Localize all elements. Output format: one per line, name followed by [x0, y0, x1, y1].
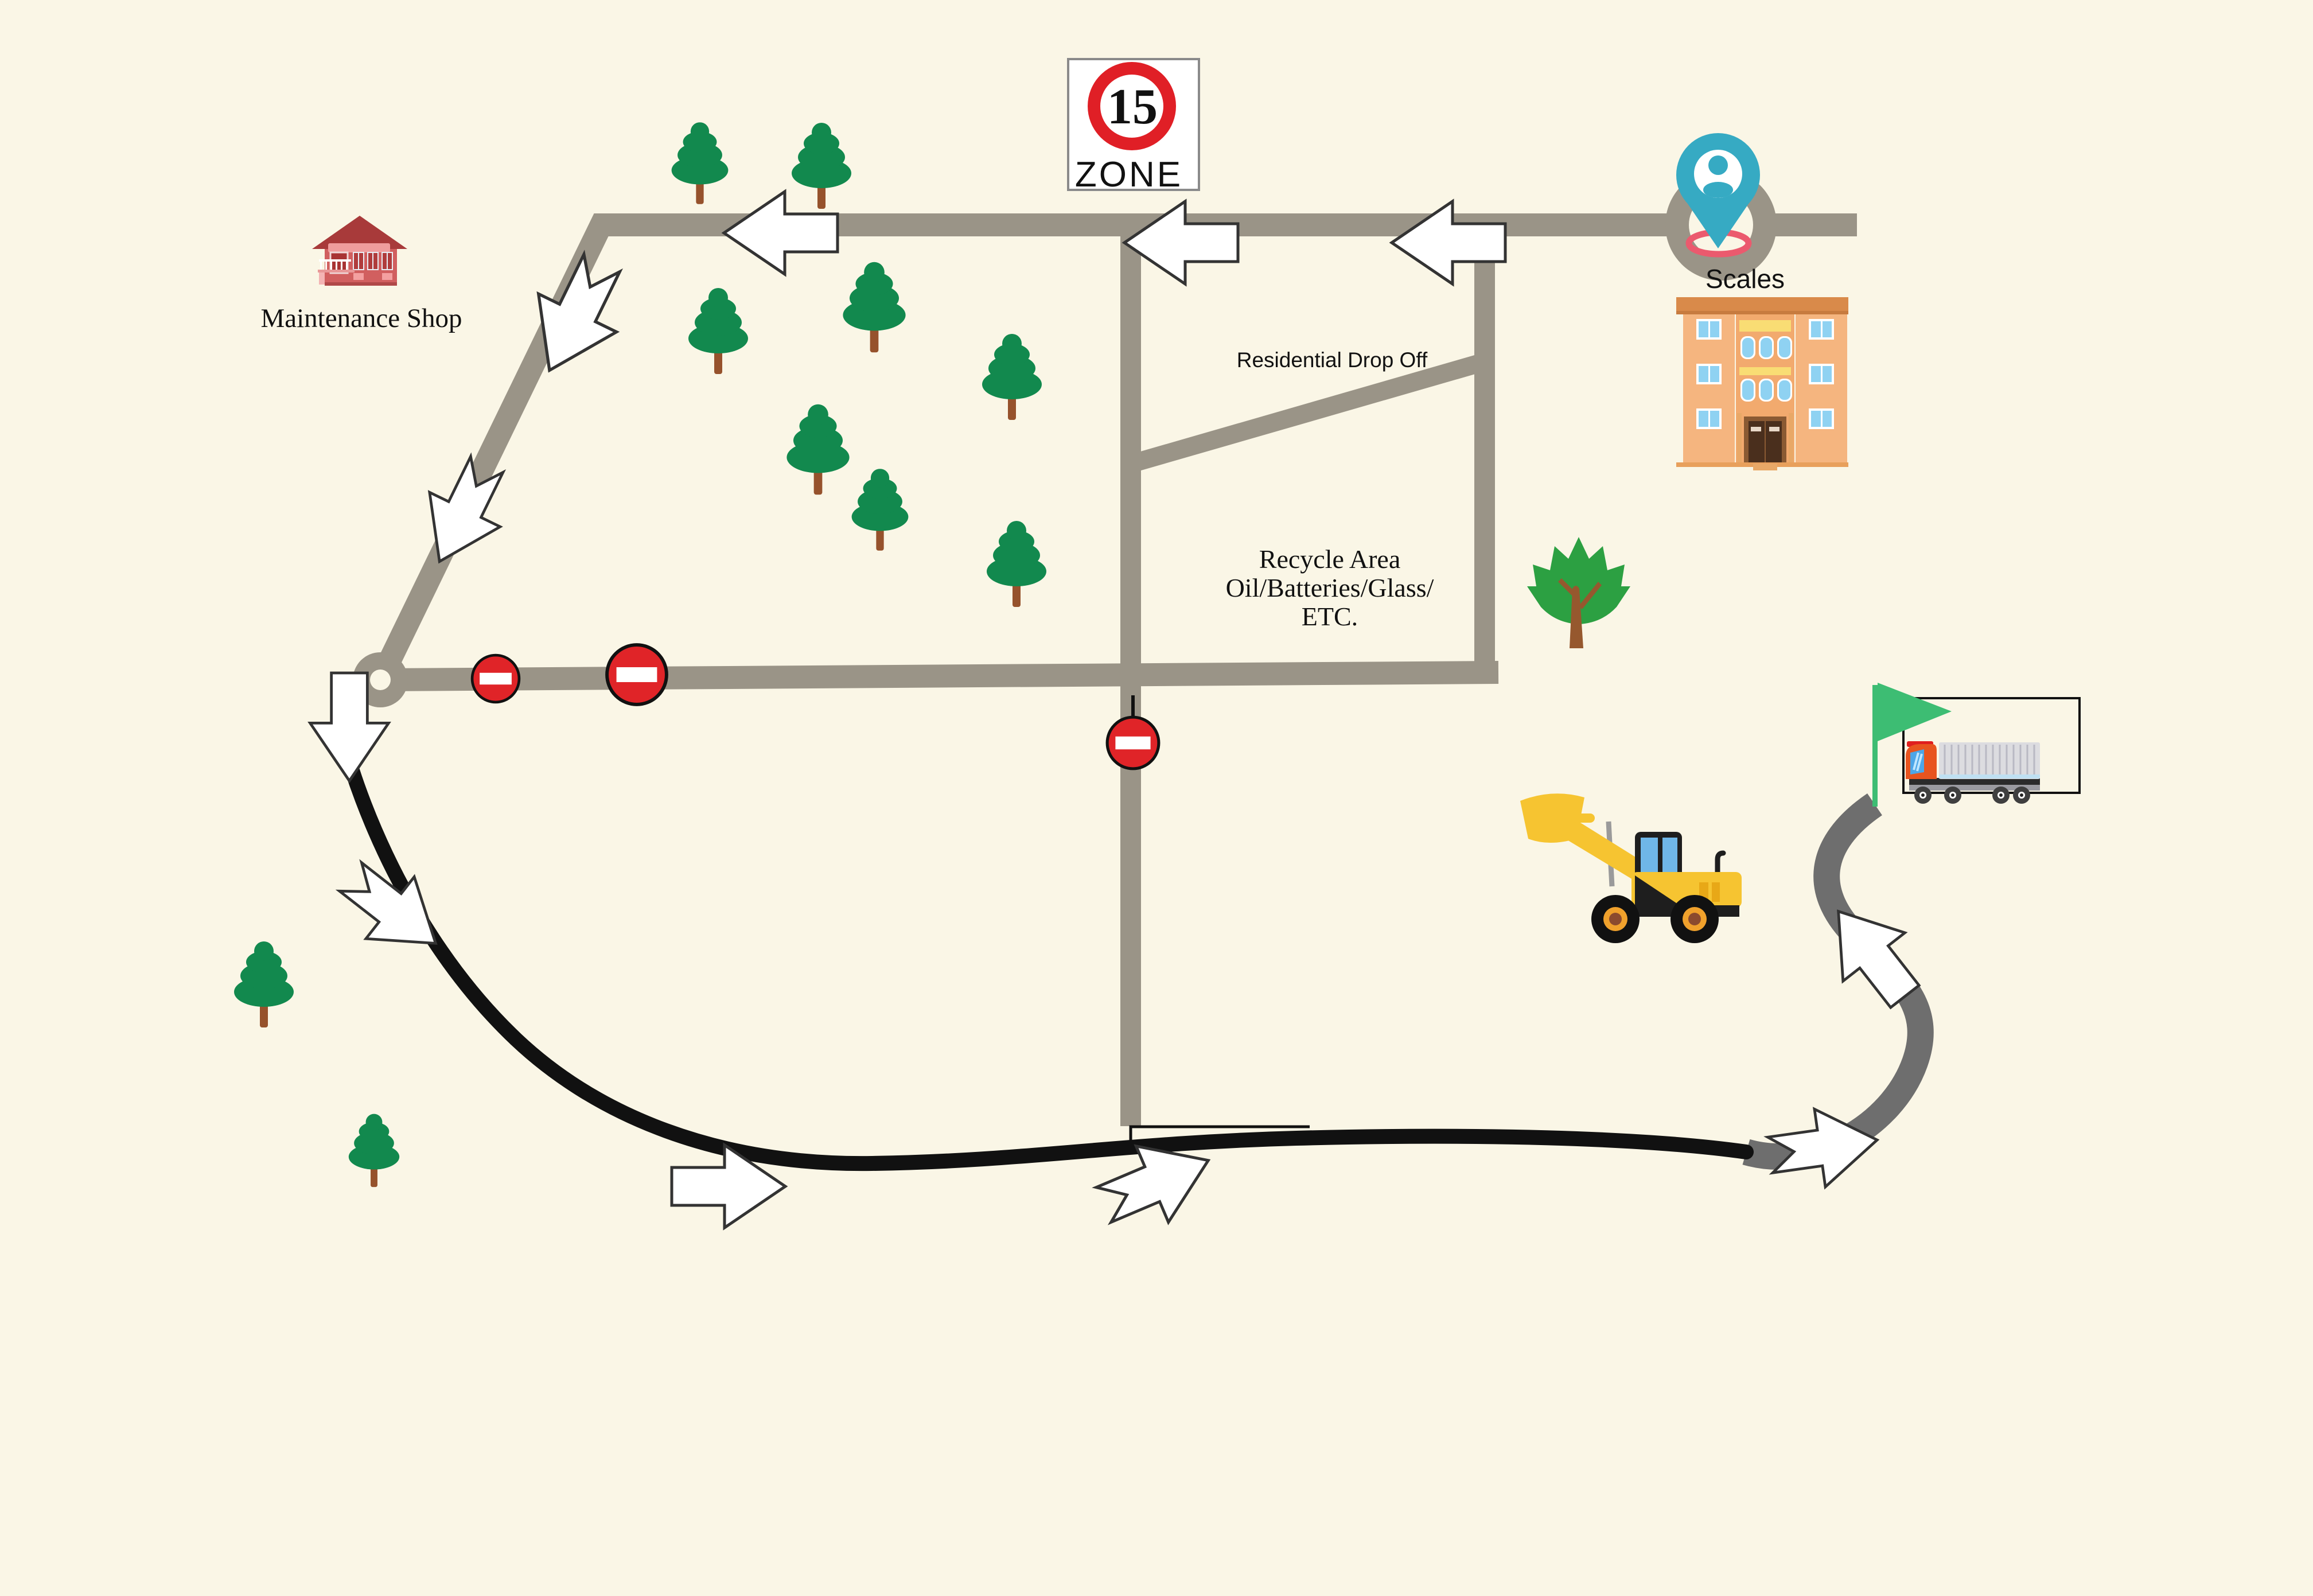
route-exit-path — [344, 761, 1754, 1171]
front-loader-icon — [1520, 793, 1742, 943]
building-windows — [1696, 319, 1834, 429]
green-flag-icon — [1872, 683, 1952, 807]
residential-dropoff-label: Residential Drop Off — [1237, 348, 1428, 372]
maintenance-shop-label: Maintenance Shop — [260, 303, 462, 333]
road-residential-dropoff — [1129, 352, 1489, 473]
no-entry-icon — [607, 645, 667, 704]
scales-building-icon — [1676, 297, 1848, 470]
speed-limit-sign: 15 ZONE — [1067, 58, 1200, 194]
speed-limit-zone-text: ZONE — [1075, 155, 1183, 194]
maintenance-shop-icon — [312, 216, 407, 286]
tipping-area-line — [1129, 1125, 1310, 1142]
start-box — [1902, 697, 2081, 794]
speed-ring — [1088, 62, 1176, 150]
scales-marker — [1676, 133, 1760, 258]
no-entry-signs — [472, 645, 1159, 769]
svg-text:Oil/Batteries/Glass/: Oil/Batteries/Glass/ — [1226, 573, 1434, 602]
location-pin-icon — [1676, 133, 1760, 248]
maple-tree-icon — [1527, 537, 1630, 648]
svg-text:ETC.: ETC. — [1302, 602, 1358, 631]
svg-text:Recycle Area: Recycle Area — [1259, 544, 1400, 574]
recycle-area-label: Recycle Area Oil/Batteries/Glass/ ETC. — [1226, 544, 1434, 631]
speed-limit-value: 15 — [1107, 79, 1158, 135]
road-recycle-row — [380, 661, 1499, 691]
scales-label: Scales — [1705, 264, 1785, 294]
trees — [234, 122, 1630, 1188]
no-entry-icon — [472, 655, 519, 702]
no-entry-icon — [1107, 695, 1159, 769]
semi-truck-icon — [1906, 741, 2040, 804]
